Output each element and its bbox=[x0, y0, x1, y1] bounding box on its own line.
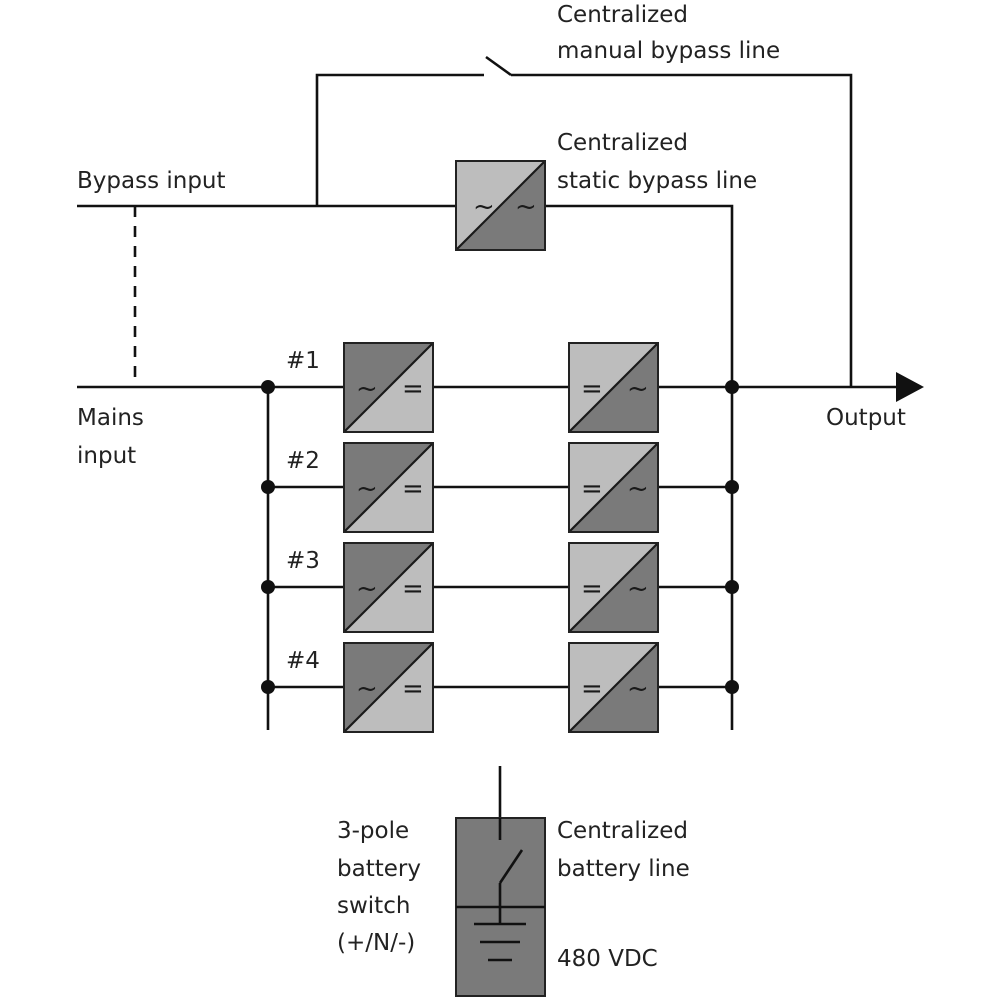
output-junction-dot bbox=[725, 380, 739, 394]
rectifier-icon-out-symbol: = bbox=[402, 374, 424, 404]
static-bypass-label-2: static bypass line bbox=[557, 168, 757, 194]
input-junction-dot bbox=[261, 580, 275, 594]
module-row: #3~==~ bbox=[261, 542, 739, 633]
rectifier-icon: ~= bbox=[343, 442, 434, 533]
module-id-label: #2 bbox=[286, 448, 320, 474]
output-arrow-icon bbox=[896, 372, 924, 402]
rectifier-icon-in-symbol: ~ bbox=[356, 374, 378, 404]
battery-switch-label-3: switch bbox=[337, 893, 410, 919]
static-switch-icon: ~ ~ bbox=[455, 160, 546, 251]
manual-bypass-label-2: manual bypass line bbox=[557, 38, 780, 64]
inverter-icon-out-symbol: ~ bbox=[627, 374, 649, 404]
static-bypass-label-1: Centralized bbox=[557, 130, 688, 156]
battery-voltage-label: 480 VDC bbox=[557, 946, 658, 972]
battery-switch-label-1: 3-pole bbox=[337, 818, 409, 844]
battery-switch-label-4: (+/N/-) bbox=[337, 930, 415, 956]
output-junction-dot bbox=[725, 680, 739, 694]
manual-bypass-switch-icon bbox=[485, 55, 512, 77]
rectifier-icon-in-symbol: ~ bbox=[356, 674, 378, 704]
inverter-icon: =~ bbox=[568, 642, 659, 733]
inverter-icon-out-symbol: ~ bbox=[627, 574, 649, 604]
mains-input-label-2: input bbox=[77, 443, 136, 469]
battery-line-label-2: battery line bbox=[557, 856, 690, 882]
module-id-label: #4 bbox=[286, 648, 320, 674]
module-id-label: #3 bbox=[286, 548, 320, 574]
manual-bypass-label-1: Centralized bbox=[557, 2, 688, 28]
ups-modules: #1~==~#2~==~#3~==~#4~==~ bbox=[261, 342, 739, 733]
static-switch-out-symbol: ~ bbox=[515, 192, 537, 222]
input-junction-dot bbox=[261, 680, 275, 694]
mains-line bbox=[77, 372, 924, 730]
module-row: #2~==~ bbox=[261, 442, 739, 533]
rectifier-icon-out-symbol: = bbox=[402, 674, 424, 704]
manual-bypass-line bbox=[315, 55, 853, 387]
inverter-icon-out-symbol: ~ bbox=[627, 674, 649, 704]
static-switch-in-symbol: ~ bbox=[473, 192, 495, 222]
module-row: #4~==~ bbox=[261, 642, 739, 733]
bypass-input-line bbox=[77, 204, 734, 730]
battery-icon bbox=[474, 907, 526, 962]
battery-switch-icon bbox=[498, 818, 524, 907]
rectifier-icon-in-symbol: ~ bbox=[356, 574, 378, 604]
output-label: Output bbox=[826, 405, 906, 431]
battery-unit bbox=[455, 766, 546, 997]
bypass-input-label: Bypass input bbox=[77, 168, 226, 194]
rectifier-icon-out-symbol: = bbox=[402, 574, 424, 604]
output-junction-dot bbox=[725, 580, 739, 594]
battery-line-label-1: Centralized bbox=[557, 818, 688, 844]
inverter-icon-in-symbol: = bbox=[581, 574, 603, 604]
rectifier-icon: ~= bbox=[343, 642, 434, 733]
inverter-icon: =~ bbox=[568, 542, 659, 633]
inverter-icon: =~ bbox=[568, 342, 659, 433]
rectifier-icon-out-symbol: = bbox=[402, 474, 424, 504]
rectifier-icon: ~= bbox=[343, 542, 434, 633]
rectifier-icon-in-symbol: ~ bbox=[356, 474, 378, 504]
module-row: #1~==~ bbox=[261, 342, 739, 433]
inverter-icon: =~ bbox=[568, 442, 659, 533]
inverter-icon-in-symbol: = bbox=[581, 674, 603, 704]
mains-input-label-1: Mains bbox=[77, 405, 144, 431]
output-junction-dot bbox=[725, 480, 739, 494]
inverter-icon-in-symbol: = bbox=[581, 474, 603, 504]
module-id-label: #1 bbox=[286, 348, 320, 374]
battery-switch-label-2: battery bbox=[337, 856, 421, 882]
input-junction-dot bbox=[261, 480, 275, 494]
inverter-icon-out-symbol: ~ bbox=[627, 474, 649, 504]
input-junction-dot bbox=[261, 380, 275, 394]
rectifier-icon: ~= bbox=[343, 342, 434, 433]
inverter-icon-in-symbol: = bbox=[581, 374, 603, 404]
